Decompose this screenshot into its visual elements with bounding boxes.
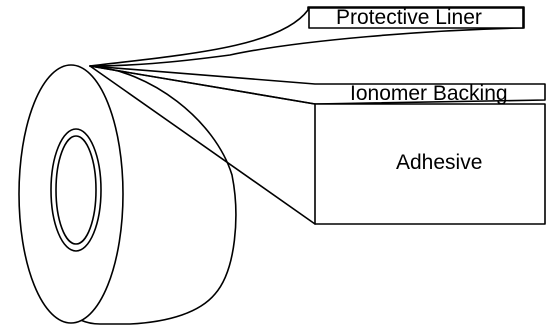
- adhesive-label: Adhesive: [396, 151, 482, 174]
- adhesive-block: [314, 103, 546, 225]
- roll-core-inner: [55, 135, 97, 245]
- adhesive-fan-line-bottom: [89, 65, 316, 225]
- ionomer-backing-label: Ionomer Backing: [350, 82, 508, 105]
- protective-liner-box: [308, 7, 524, 29]
- protective-liner-label: Protective Liner: [336, 6, 482, 29]
- adhesive-fan-line-top: [89, 65, 316, 105]
